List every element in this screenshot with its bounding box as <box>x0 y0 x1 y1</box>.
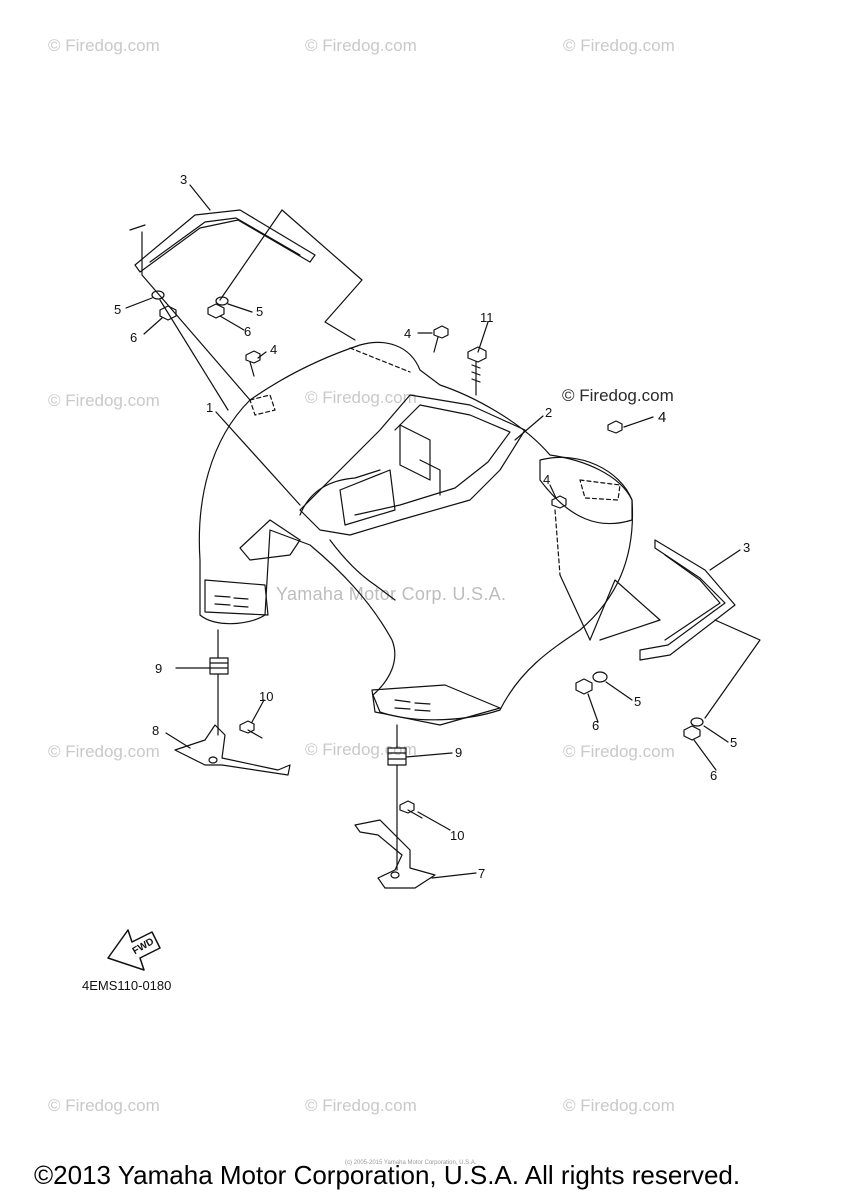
right-fender-outline <box>539 456 633 525</box>
watermark: © Firedog.com <box>305 36 417 55</box>
watermark: © Firedog.com <box>563 36 675 55</box>
callout-4: 4 <box>404 326 412 341</box>
watermark: © Firedog.com <box>305 740 417 759</box>
watermark: © Firedog.com <box>48 36 160 55</box>
screw-4 <box>607 420 623 434</box>
callout-1: 1 <box>206 400 214 415</box>
tiny-credit: (c) 2005-2015 Yamaha Motor Corporation, … <box>345 1160 477 1166</box>
right-mudflap <box>639 539 736 661</box>
left-mudflap <box>134 209 316 273</box>
bolt-11 <box>467 346 487 396</box>
callout-6: 6 <box>244 324 252 339</box>
fwd-arrow-icon <box>107 929 161 971</box>
callout-10: 10 <box>450 828 465 843</box>
callout-5: 5 <box>730 735 738 750</box>
nut-6 <box>207 303 225 319</box>
watermark: © Firedog.com <box>48 1096 160 1115</box>
callout-6: 6 <box>710 768 718 783</box>
callout-10: 10 <box>259 689 274 704</box>
bracket-7 <box>354 819 436 889</box>
washer-5 <box>592 671 608 683</box>
nut-6 <box>575 678 593 695</box>
callout-3: 3 <box>743 540 751 555</box>
left-footrest <box>204 579 269 616</box>
copyright-notice: ©2013 Yamaha Motor Corporation, U.S.A. A… <box>34 1160 741 1190</box>
watermark: © Firedog.com <box>563 742 675 761</box>
bolt-10 <box>399 800 423 819</box>
center-tray <box>299 394 526 536</box>
figure-code: 4EMS110-0180 <box>82 978 172 993</box>
washer-5 <box>215 296 229 306</box>
watermark: © Firedog.com <box>563 1096 675 1115</box>
callout-5: 5 <box>114 302 122 317</box>
watermark: © Firedog.com <box>305 388 417 407</box>
damper-9 <box>209 657 229 675</box>
center-watermark: Yamaha Motor Corp. U.S.A. <box>276 584 507 604</box>
callout-11: 11 <box>480 310 494 325</box>
callout-3: 3 <box>180 172 188 187</box>
bracket-8 <box>174 724 291 776</box>
watermark: © Firedog.com <box>48 391 160 410</box>
front-fender-outline <box>198 341 634 721</box>
washer-5 <box>151 290 165 300</box>
watermark-clear: © Firedog.com <box>562 386 674 405</box>
washer-5 <box>690 717 704 727</box>
callout-5: 5 <box>256 304 264 319</box>
screw-4 <box>551 495 567 509</box>
callout-2: 2 <box>545 405 553 420</box>
right-footrest <box>371 684 501 726</box>
callout-7: 7 <box>478 866 486 881</box>
callout-5: 5 <box>634 694 642 709</box>
watermark: © Firedog.com <box>305 1096 417 1115</box>
bolt-10 <box>239 720 263 739</box>
callout-8: 8 <box>152 723 160 738</box>
callout-6: 6 <box>592 718 600 733</box>
watermark: © Firedog.com <box>48 742 160 761</box>
callout-9: 9 <box>155 661 163 676</box>
screw-4 <box>433 325 449 353</box>
callout-4: 4 <box>543 472 551 487</box>
callout-6: 6 <box>130 330 138 345</box>
callout-4: 4 <box>658 409 667 426</box>
callout-9: 9 <box>455 745 463 760</box>
screw-4 <box>245 350 261 377</box>
damper-9 <box>387 747 407 766</box>
callout-4: 4 <box>270 342 278 357</box>
nut-6 <box>159 305 177 321</box>
nut-6 <box>683 725 701 741</box>
